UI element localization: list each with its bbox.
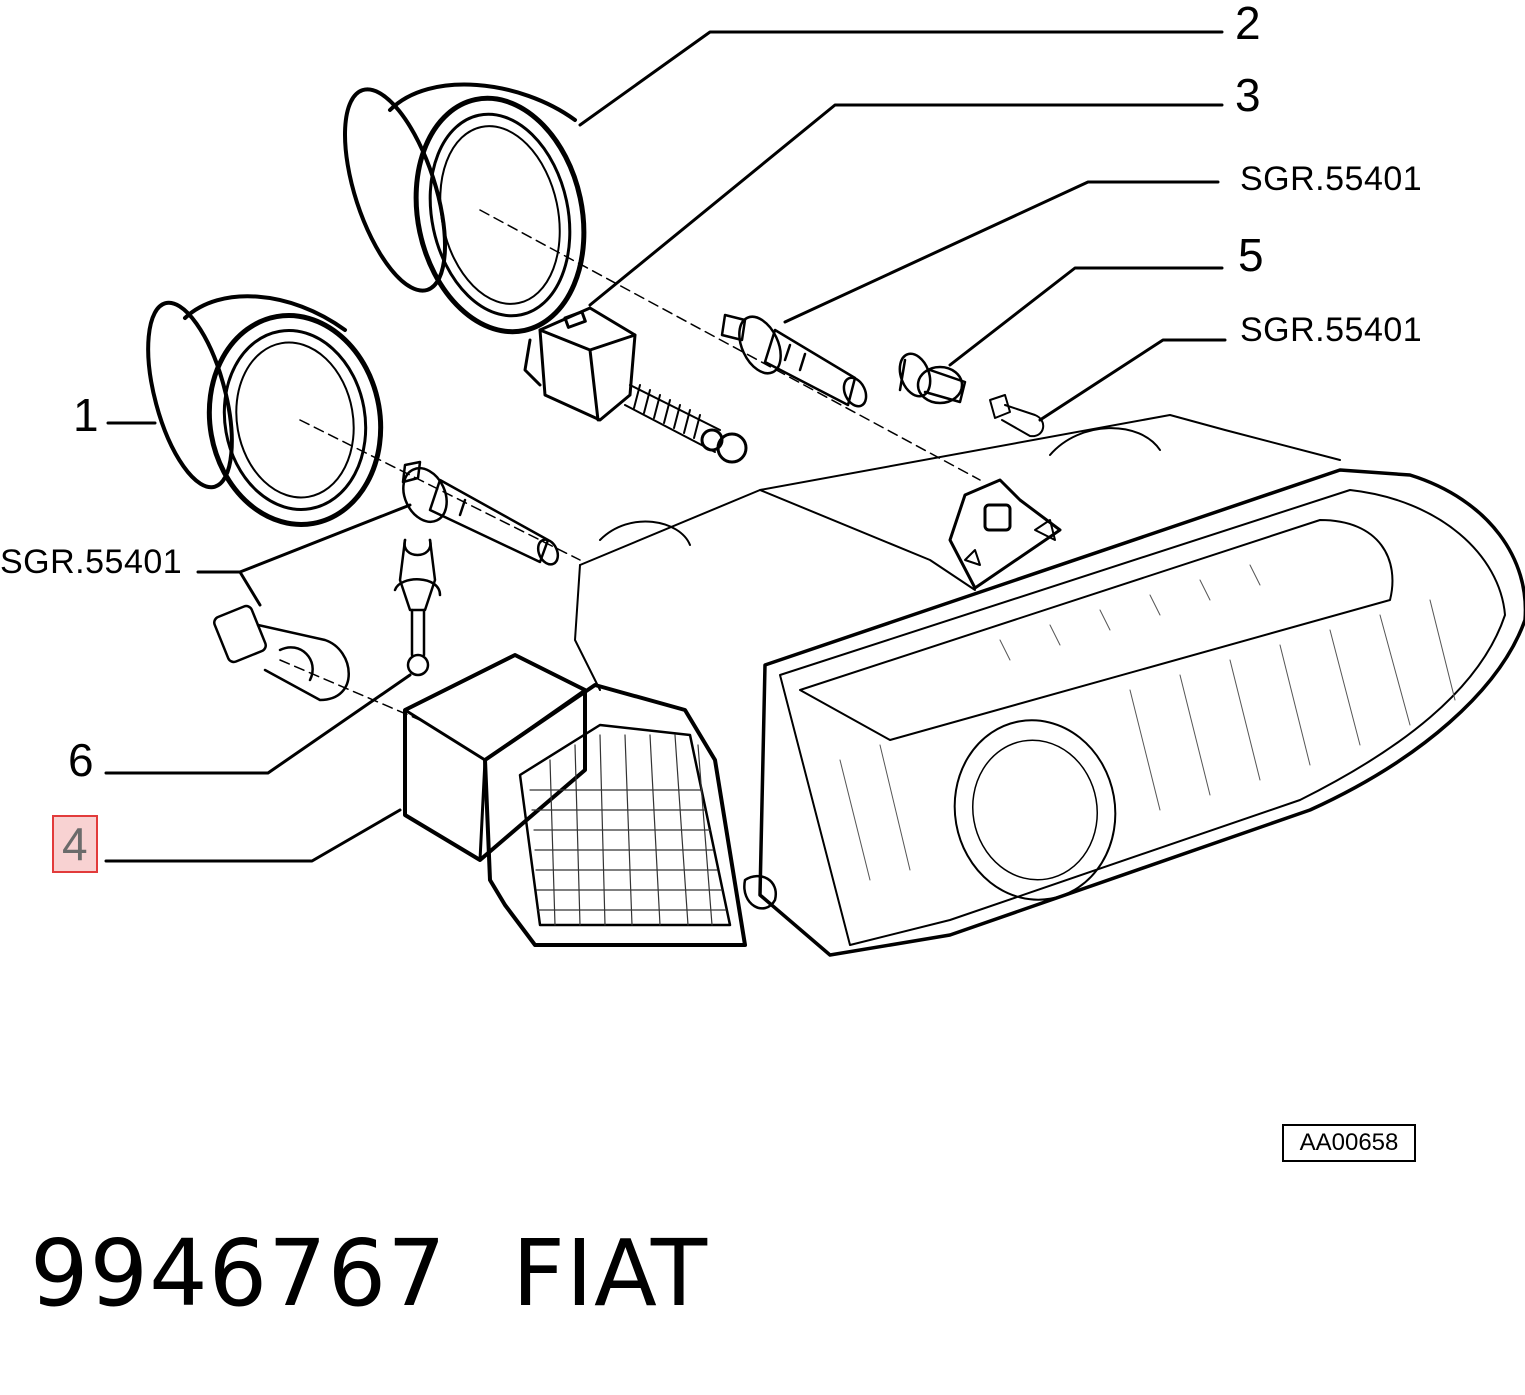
leader-line-6 [104, 673, 412, 775]
callout-6: 6 [68, 734, 94, 786]
leader-line-3 [588, 103, 1224, 307]
bulb-h-type-left [401, 460, 560, 566]
part-number: 9946767 [30, 1220, 447, 1327]
axis-guides [279, 209, 981, 721]
indicator-lens-grid [529, 734, 727, 926]
callout-sgr-left: SGR.55401 [0, 543, 183, 581]
callout-2: 2 [1235, 0, 1261, 49]
brand-name: FIAT [512, 1220, 709, 1327]
headlamp-lens [743, 468, 1525, 957]
callout-4-highlighted[interactable]: 4 [52, 815, 98, 873]
side-indicator-lamp [403, 653, 747, 947]
leader-line-4 [104, 808, 402, 863]
leader-line-2 [578, 30, 1224, 127]
leader-line-sgr-mid [1038, 338, 1227, 422]
bulb-indicator-left [213, 604, 350, 702]
bulb-connector [523, 306, 748, 464]
leader-lines [104, 30, 1227, 863]
callout-3: 3 [1235, 69, 1261, 121]
bulb-h-type-upper [720, 313, 868, 408]
callout-1: 1 [73, 389, 99, 441]
spring-clip [393, 538, 442, 677]
callout-5: 5 [1238, 229, 1264, 281]
leader-line-sgr-top [783, 180, 1220, 324]
reflector-ring-large [342, 82, 587, 335]
leader-line-sgr-left-b [238, 570, 262, 607]
bulb-wedge-small [989, 394, 1045, 438]
leader-line-5 [948, 266, 1224, 367]
callout-sgr-mid: SGR.55401 [1240, 311, 1423, 349]
callout-sgr-top: SGR.55401 [1240, 160, 1423, 198]
bulb-socket-small [898, 352, 967, 405]
leader-line-sgr-left [196, 503, 412, 574]
reflector-ring-small [146, 294, 384, 527]
reference-code-box: AA00658 [1282, 1124, 1416, 1162]
headlamp-housing [574, 414, 1341, 691]
